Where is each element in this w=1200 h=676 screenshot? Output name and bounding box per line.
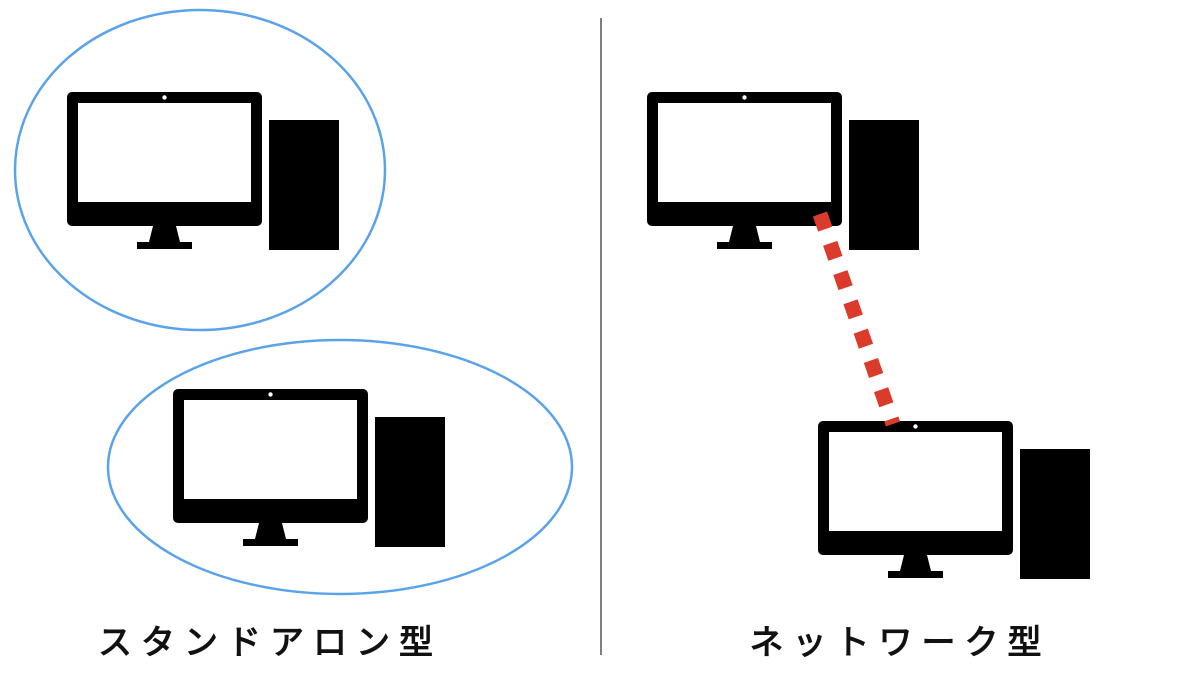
desktop-computer-icon xyxy=(647,92,919,250)
standalone-label: スタンドアロン型 xyxy=(98,623,442,663)
desktop-computer-icon xyxy=(67,92,339,250)
desktop-computer-icon xyxy=(818,421,1090,579)
network-label: ネットワーク型 xyxy=(749,623,1051,663)
standalone-boundary-ellipse xyxy=(13,8,387,332)
desktop-computer-icon xyxy=(173,389,445,547)
standalone-boundary-ellipse xyxy=(106,338,574,596)
network-link xyxy=(812,211,901,427)
